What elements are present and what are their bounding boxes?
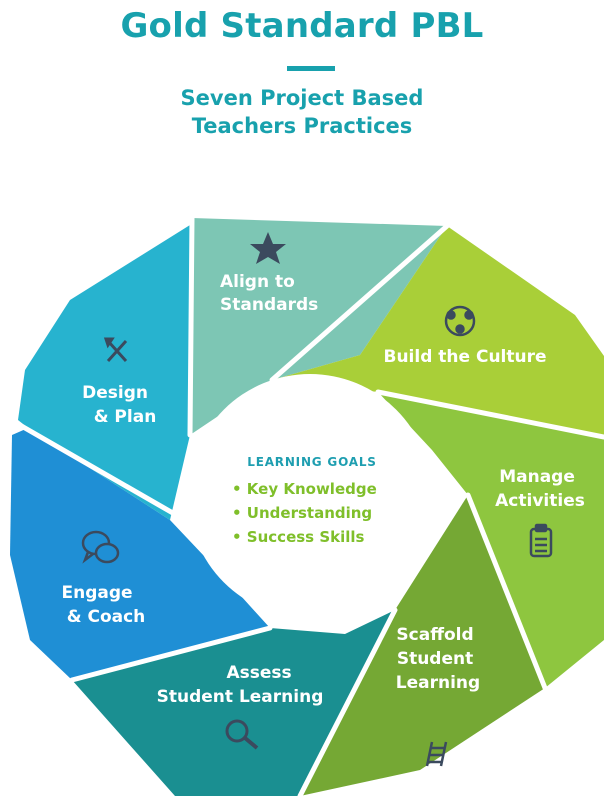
segment-label-design-line-2: & Plan [94,407,157,427]
page-title: Gold Standard PBL [120,6,484,46]
segment-label-culture-line-1: Build the Culture [383,347,546,367]
center-item-key-knowledge: • Key Knowledge [232,480,377,498]
subtitle-line-2: Teachers Practices [191,114,413,138]
center-item-success-skills: • Success Skills [232,528,365,546]
segment-label-engage-line-1: Engage [62,583,133,603]
segment-scaffold-student-learning [300,495,545,796]
segment-label-align-line-1: Align to [220,272,295,292]
center-heading: LEARNING GOALS [247,455,376,469]
segment-label-assess: Assess Student Learning [157,663,324,707]
segment-engage-and-coach [10,428,270,680]
segment-assess-student-learning [72,610,395,796]
segment-label-manage-line-2: Activities [495,491,585,511]
segment-label-manage: Manage Activities [495,467,585,511]
pencil-ruler-icon [103,337,128,363]
center-hub [188,374,432,618]
segment-label-design: Design & Plan [82,383,156,427]
segment-label-scaffold-line-1: Scaffold [396,625,473,645]
speech-bubbles-icon [81,530,120,564]
segment-dividers [15,215,604,796]
segment-label-scaffold-line-2: Student [397,649,473,669]
people-circle-icon [444,305,476,337]
segment-align-to-standards [190,218,447,435]
segment-label-engage: Engage & Coach [62,583,146,627]
segment-label-design-line-1: Design [82,383,148,403]
segment-label-scaffold: Scaffold Student Learning [396,625,480,693]
page-subtitle: Seven Project Based Teachers Practices [0,84,604,140]
clipboard-icon [529,523,553,558]
segment-label-assess-line-1: Assess [226,663,291,683]
center-item-understanding: • Understanding [232,504,372,522]
segment-label-manage-line-1: Manage [499,467,575,487]
segment-label-scaffold-line-3: Learning [396,673,480,693]
segment-manage-activities [378,392,604,688]
segment-label-align: Align to Standards [220,272,318,315]
segment-label-assess-line-2: Student Learning [157,687,324,707]
title-divider [287,66,335,71]
segment-label-engage-line-2: & Coach [67,607,146,627]
magnifier-icon [225,719,259,750]
ladder-icon [425,741,448,767]
star-icon [250,232,286,264]
segment-label-align-line-2: Standards [220,295,318,315]
segment-label-culture: Build the Culture [383,347,546,367]
subtitle-line-1: Seven Project Based [180,86,424,110]
